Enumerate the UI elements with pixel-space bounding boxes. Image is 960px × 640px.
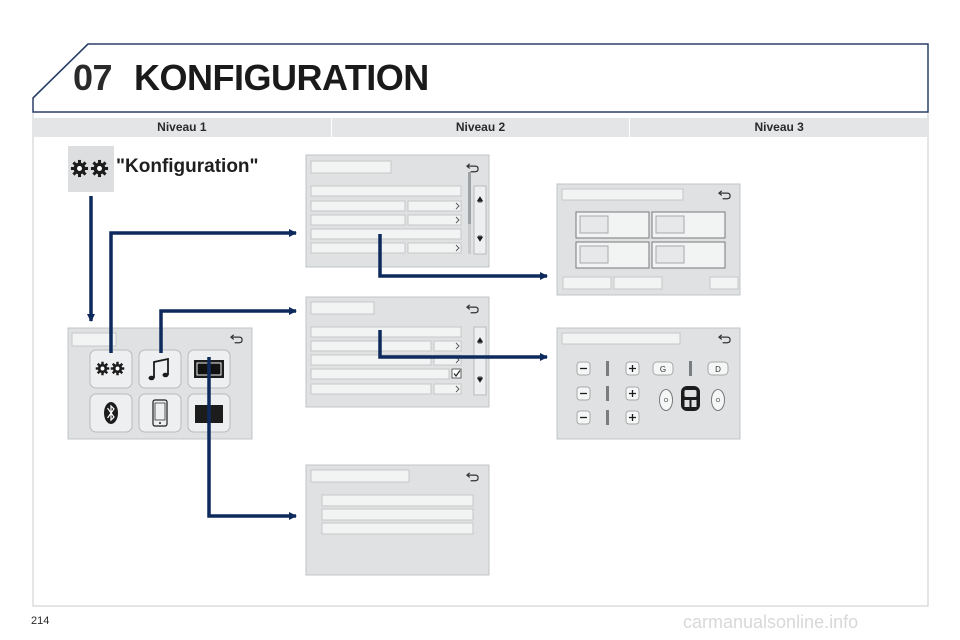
level-3-heading: Niveau 3 — [629, 118, 928, 137]
g-button[interactable] — [652, 361, 674, 376]
checkbox-icon[interactable] — [451, 368, 462, 379]
list-item[interactable] — [310, 242, 462, 254]
chapter-title: KONFIGURATION — [134, 57, 429, 98]
config-menu-label: "Konfiguration" — [116, 156, 259, 177]
list-item[interactable] — [310, 340, 462, 352]
tile-media[interactable] — [138, 349, 182, 389]
level-header-bar: Niveau 1 Niveau 2 Niveau 3 — [33, 118, 928, 137]
adjust-row — [576, 410, 640, 425]
phone-icon — [152, 399, 168, 427]
list-item[interactable] — [310, 185, 462, 197]
level-2-heading: Niveau 2 — [330, 118, 630, 137]
d-button-glyph: D — [715, 365, 721, 374]
g-button-glyph: G — [660, 365, 666, 374]
option-tile[interactable] — [575, 211, 650, 239]
arrow-screen-to-screen-c — [207, 357, 297, 520]
scroll-controls[interactable] — [473, 326, 487, 396]
scroll-up-icon[interactable] — [476, 337, 484, 344]
scroll-controls[interactable] — [473, 185, 487, 255]
list-item-checkbox[interactable] — [310, 368, 462, 380]
level2-screen-b — [305, 296, 490, 408]
list-item[interactable] — [321, 508, 474, 521]
gears-icon-b — [110, 361, 125, 376]
option-tile[interactable] — [651, 211, 726, 239]
arrow-screen-b-to-level3-b — [378, 330, 548, 361]
tile-settings[interactable] — [89, 349, 133, 389]
config-menu-icon[interactable] — [68, 146, 114, 192]
scroll-down-icon[interactable] — [476, 235, 484, 242]
watermark: carmanualsonline.info — [683, 612, 859, 632]
list-item[interactable] — [321, 522, 474, 535]
footer-button[interactable] — [613, 276, 663, 290]
list-item[interactable] — [310, 326, 462, 338]
level-1-heading: Niveau 1 — [157, 120, 207, 134]
adjust-row — [576, 361, 640, 376]
arrow-screen-a-to-level3-a — [378, 234, 548, 280]
bluetooth-icon — [104, 402, 118, 424]
gears-icon — [95, 361, 110, 376]
arrow-settings-to-screen-a — [109, 229, 297, 353]
level2-screen-c — [305, 464, 490, 576]
footer-button[interactable] — [562, 276, 612, 290]
level-marker — [606, 361, 609, 376]
option-tile[interactable] — [575, 241, 650, 269]
level-marker — [606, 410, 609, 425]
d-button[interactable] — [707, 361, 729, 376]
music-note-icon — [148, 357, 169, 381]
tile-phone[interactable] — [138, 393, 182, 433]
gears-icon — [70, 159, 89, 178]
car-seat-icon — [681, 386, 700, 411]
level3-screen-a — [556, 183, 741, 296]
arrow-media-to-screen-b — [159, 307, 297, 353]
speaker-left-icon[interactable] — [659, 389, 673, 411]
list-item[interactable] — [310, 200, 462, 212]
level-marker — [689, 361, 692, 376]
tile-bluetooth[interactable] — [89, 393, 133, 433]
adjust-row — [576, 386, 640, 401]
list-item[interactable] — [310, 214, 462, 226]
page-number: 214 — [31, 615, 50, 627]
level2-screen-a — [305, 154, 490, 268]
list-item[interactable] — [310, 383, 462, 395]
level-marker — [606, 386, 609, 401]
list-item[interactable] — [321, 494, 474, 507]
speaker-right-icon[interactable] — [711, 389, 725, 411]
chapter-number: 07 — [73, 57, 113, 98]
level3-screen-b: G D — [556, 327, 741, 440]
list-item[interactable] — [310, 354, 462, 366]
scroll-up-icon[interactable] — [476, 196, 484, 203]
gears-icon-2 — [90, 159, 109, 178]
header-corner-line — [32, 43, 89, 99]
scroll-down-icon[interactable] — [476, 376, 484, 383]
footer-button[interactable] — [709, 276, 739, 290]
list-item[interactable] — [310, 228, 462, 240]
option-tile[interactable] — [651, 241, 726, 269]
scrollbar-thumb[interactable] — [468, 172, 471, 224]
